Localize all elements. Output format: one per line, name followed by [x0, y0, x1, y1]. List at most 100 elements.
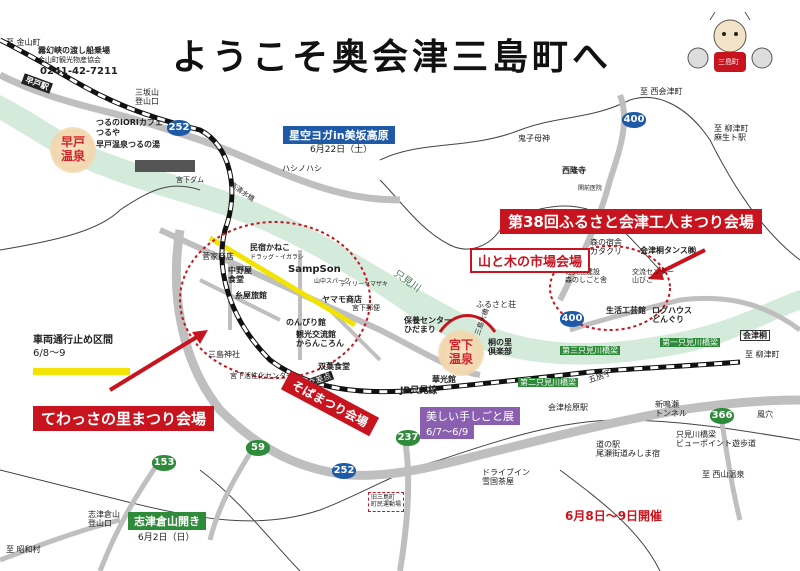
road-closure-section: [208, 235, 357, 328]
place-center: 宮下活性化センター: [230, 372, 293, 380]
dam-icon: [135, 160, 195, 172]
direction-yanaizu: 至 柳津町 麻生ト駅: [714, 124, 749, 143]
place-kiri: 桐の里 倶楽部: [488, 338, 512, 357]
place-nakanoya: 中野屋 食堂: [228, 266, 252, 285]
road-400b: [569, 295, 800, 333]
place-viewpoint: 只見川橋梁 ビューポイント遊歩道: [676, 430, 756, 449]
road-closure-legend-swatch: [33, 368, 130, 375]
road-shizuki: [0, 517, 121, 563]
direction-yanaizu2: 至 柳津町: [745, 350, 780, 359]
road-252-main: [171, 229, 800, 480]
venue-outline-furusato: [549, 245, 671, 331]
place-sampson: SampSon: [288, 264, 341, 275]
rail-line-label: JR只見線: [400, 386, 438, 396]
place-iori: つるのIORIカフェ: [96, 118, 163, 127]
place-yachi: 鬼子母神: [518, 134, 550, 143]
place-sekimae: 関前医院: [578, 185, 603, 192]
legend-shokken: 宮下郵便: [352, 304, 380, 312]
place-nishijuji: 西隆寺: [562, 166, 586, 175]
event-dates: 6月8日～9日開催: [565, 509, 663, 523]
place-michinoeki: 道の駅 尾瀬街道みしま宿: [596, 440, 660, 459]
event-tewassa: てわっさの里まつり会場: [33, 406, 215, 431]
place-kouryu: 交流センター 山びこ: [632, 268, 674, 285]
place-furusato: ふるさと荘: [476, 300, 516, 309]
route-252-shield-a: 252: [167, 120, 191, 136]
place-soba: 双葉食堂: [318, 362, 350, 371]
event-furusato-festival: 第38回ふるさと会津工人まつり会場: [500, 209, 762, 234]
place-kankou: 観光交流館 からんころん: [296, 330, 344, 349]
route-400-shield-a: 400: [622, 112, 646, 128]
place-tansu: 会津桐タンス㈱: [640, 246, 696, 255]
place-nonbiri: のんびり館: [286, 318, 326, 327]
place-kisha: 会津桧原駅: [548, 403, 588, 412]
mascot-icon: [687, 11, 773, 72]
place-dam: 宮下ダム: [176, 176, 204, 184]
mountain-line-4: [0, 419, 800, 522]
mountain-line-6: [559, 469, 661, 571]
page-title: ようこそ奥会津三島町へ: [172, 37, 613, 78]
road-237: [397, 439, 412, 571]
event-yama-market: 山と木の市場会場: [470, 248, 591, 273]
place-shrine: 三島神社: [208, 350, 240, 359]
direction-showa: 至 昭和村: [6, 545, 41, 554]
place-tunnel: 新鳴瀬 トンネル: [655, 400, 687, 419]
mascot-label: 三島町: [718, 58, 739, 66]
direction-nishiyama: 至 西山温泉: [702, 470, 745, 479]
arrow-to-furusato: [654, 248, 706, 277]
mountain-line-5: [199, 469, 301, 571]
road-59: [207, 443, 258, 541]
route-252-shield-b: 252: [332, 463, 356, 479]
place-fuuroku: 風穴: [757, 410, 773, 419]
route-237-shield: 237: [396, 430, 420, 446]
place-misaka: 三坂山 登山口: [135, 88, 159, 107]
arrow-to-tewassa: [108, 333, 202, 392]
event-shizukurayama-title: 志津倉山開き: [128, 512, 206, 530]
place-minshuku: 民宿かねこ: [250, 243, 290, 252]
event-hoshizora-date: 6月22日（土）: [310, 145, 373, 155]
place-drive-in: ドライブイン 雪国茶屋: [482, 468, 530, 487]
hot-spring-miyashita: 宮下 温泉: [438, 330, 484, 376]
mishima-bridge-arch: [438, 314, 497, 333]
place-hashi: ハシノハシ: [282, 164, 322, 173]
place-donguri: ログハウス どんぐり: [652, 306, 692, 325]
mountain-line-1: [0, 185, 201, 251]
bridge-first: 第一只見川橋梁: [660, 338, 720, 348]
place-tsuruya: つるや: [96, 128, 120, 137]
place-daily: デイリーヤマザキ: [340, 281, 389, 288]
place-kata: 森の宿舎 カタクリ: [590, 238, 622, 257]
place-shizuki: 志津倉山 登山口: [88, 510, 120, 529]
route-59-shield: 59: [246, 440, 270, 456]
place-kiyoura: 旧三島町 町民運動場: [368, 492, 405, 512]
event-shizukurayama-date: 6月2日（日）: [138, 533, 195, 543]
contact-line1: 霧幻峡の渡し船乗場: [38, 46, 110, 55]
bridge-second: 第二只見川橋梁: [518, 378, 578, 388]
hot-spring-hayato: 早戸 温泉: [50, 127, 96, 173]
direction-nishiaizu: 至 西会津町: [640, 87, 683, 96]
arrow-head-tewassa: [192, 330, 208, 344]
place-ekikan: 華光館: [432, 375, 456, 384]
road-town-grid-1: [199, 278, 281, 322]
traffic-dates: 6/8～9: [33, 348, 66, 359]
contact-line2: 金山町観光物産協会: [38, 56, 101, 64]
place-hidamari: 保養センター ひだまり: [404, 316, 452, 335]
route-153-shield: 153: [152, 455, 176, 471]
arrow-head-furusato: [648, 266, 664, 280]
contact-phone: 0241-42-7211: [40, 66, 118, 77]
road-252-north: [0, 71, 401, 204]
route-400-shield-b: 400: [560, 311, 584, 327]
place-itoya: 糸屋旅館: [235, 291, 267, 300]
route-366-shield: 366: [710, 408, 734, 424]
event-utsukushii-date: 6/7～6/9: [420, 422, 475, 439]
bridge-third: 第三只見川橋梁: [560, 346, 620, 356]
road-153: [97, 458, 163, 571]
traffic-label: 車両通行止め区間: [33, 335, 113, 346]
place-seikatsu: 生活工芸館: [606, 306, 646, 315]
tadami-river: [0, 95, 800, 365]
place-tsurunoyu: 早戸温泉つるの湯: [96, 140, 160, 149]
mountain-line-2: [379, 96, 800, 261]
place-drug: ドラッグ・イガラシ: [250, 254, 304, 261]
place-yamanaka: 山中スパーク: [314, 278, 351, 285]
railway-fg: [0, 38, 741, 394]
